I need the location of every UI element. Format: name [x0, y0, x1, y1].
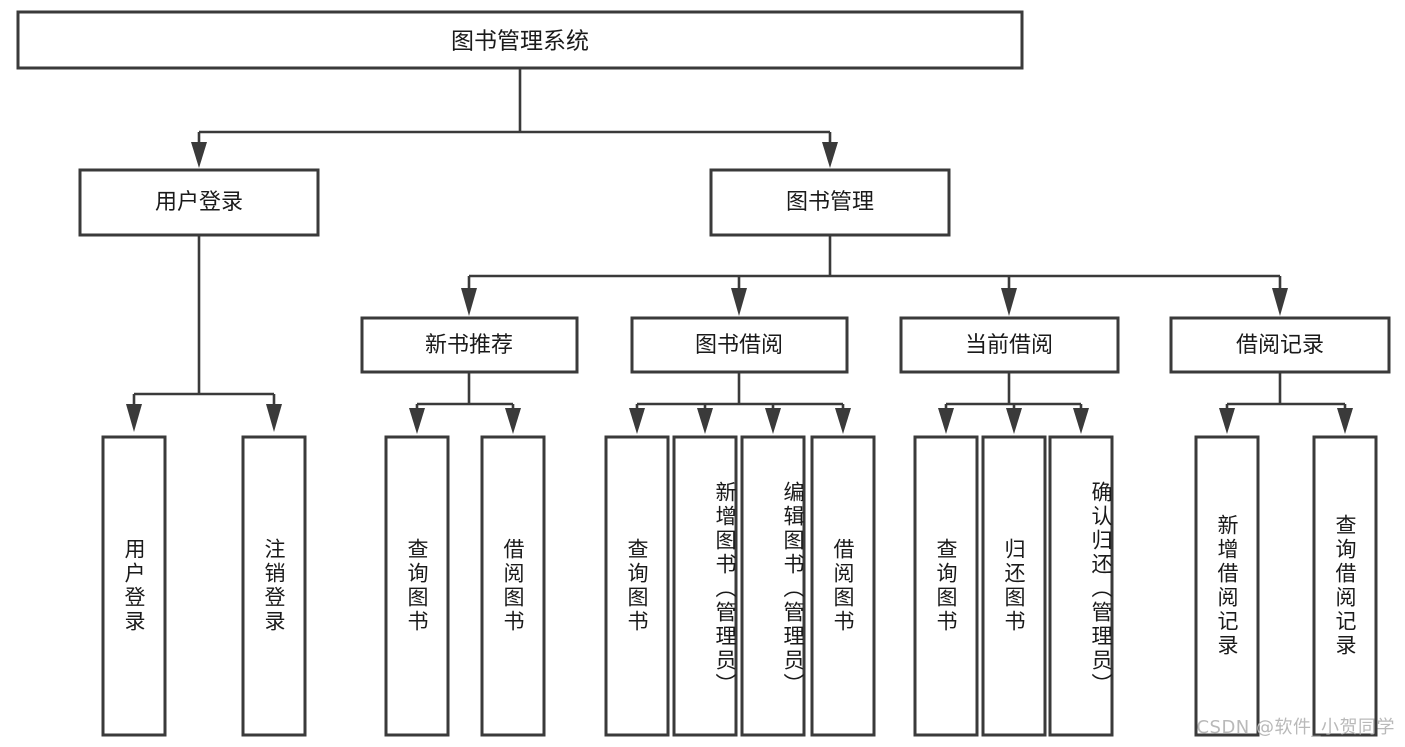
leaf-box-book-borrow-0[interactable] — [604, 435, 670, 737]
node-new-book-recommend-label: 新书推荐 — [425, 333, 513, 358]
leaf-box-borrow-record-0[interactable] — [1194, 435, 1260, 737]
leaf-box-current-borrow-2[interactable] — [1048, 435, 1114, 737]
arrow-head-record-leaf-1 — [1337, 408, 1353, 434]
node-borrow-record-box[interactable] — [1169, 316, 1391, 374]
arrow-head-borrow-leaf-3 — [835, 408, 851, 434]
arrow-head-l3-3 — [1272, 288, 1288, 316]
leaf-box-current-borrow-0[interactable] — [913, 435, 979, 737]
leaf-box-book-borrow-1[interactable] — [672, 435, 738, 737]
node-current-borrow[interactable]: 当前借阅 — [899, 316, 1120, 374]
arrow-head-borrow-leaf-2 — [765, 408, 781, 434]
leaf-box-user-login-1[interactable] — [241, 435, 307, 737]
leaf-box-new-book-0[interactable] — [384, 435, 450, 737]
arrow-head-borrow-leaf-0 — [629, 408, 645, 434]
node-borrow-record-label: 借阅记录 — [1236, 333, 1324, 358]
arrow-head-newbook-leaf-1 — [505, 408, 521, 434]
csdn-watermark: CSDN @软件_小贺同学 — [1196, 717, 1395, 738]
arrow-head-l3-1 — [731, 288, 747, 316]
node-book-borrow[interactable]: 图书借阅 — [630, 316, 849, 374]
leaf-box-group — [101, 435, 1378, 737]
arrow-head-l3-0 — [461, 288, 477, 316]
node-root[interactable]: 图书管理系统 — [16, 10, 1024, 70]
node-current-borrow-label: 当前借阅 — [965, 333, 1053, 358]
leaf-box-current-borrow-1[interactable] — [981, 435, 1047, 737]
connector-group-newbook — [409, 372, 521, 434]
node-user-login[interactable]: 用户登录 — [78, 168, 320, 237]
node-book-management-label: 图书管理 — [786, 190, 874, 215]
arrow-head-current-leaf-0 — [938, 408, 954, 434]
connector-group-root — [191, 68, 838, 168]
node-current-borrow-box[interactable] — [899, 316, 1120, 374]
connector-group-record — [1219, 372, 1353, 434]
leaf-box-book-borrow-2[interactable] — [740, 435, 806, 737]
node-user-login-label: 用户登录 — [155, 190, 243, 215]
arrow-head-l3-2 — [1001, 288, 1017, 316]
connector-group-current — [938, 372, 1089, 434]
arrow-head-current-leaf-2 — [1073, 408, 1089, 434]
node-new-book-recommend[interactable]: 新书推荐 — [360, 316, 579, 374]
node-borrow-record[interactable]: 借阅记录 — [1169, 316, 1391, 374]
leaf-box-new-book-1[interactable] — [480, 435, 546, 737]
connector-group-borrow — [629, 372, 851, 434]
node-root-box[interactable] — [16, 10, 1024, 70]
leaf-box-user-login-0[interactable] — [101, 435, 167, 737]
node-book-management[interactable]: 图书管理 — [709, 168, 951, 237]
leaf-box-book-borrow-3[interactable] — [810, 435, 876, 737]
arrow-head-userlogin — [191, 142, 207, 168]
node-root-label: 图书管理系统 — [451, 29, 589, 55]
arrow-head-current-leaf-1 — [1006, 408, 1022, 434]
arrow-head-userlogin-leaf-1 — [266, 404, 282, 432]
arrow-head-borrow-leaf-1 — [697, 408, 713, 434]
arrow-head-record-leaf-0 — [1219, 408, 1235, 434]
node-new-book-recommend-box[interactable] — [360, 316, 579, 374]
arrow-head-newbook-leaf-0 — [409, 408, 425, 434]
node-book-borrow-box[interactable] — [630, 316, 849, 374]
connector-group-bookmgmt — [461, 235, 1288, 316]
arrow-head-userlogin-leaf-0 — [126, 404, 142, 432]
node-book-borrow-label: 图书借阅 — [695, 333, 783, 358]
arrow-head-bookmgmt — [822, 142, 838, 168]
leaf-box-borrow-record-1[interactable] — [1312, 435, 1378, 737]
connector-group-userlogin — [126, 235, 282, 432]
node-user-login-box[interactable] — [78, 168, 320, 237]
node-book-management-box[interactable] — [709, 168, 951, 237]
